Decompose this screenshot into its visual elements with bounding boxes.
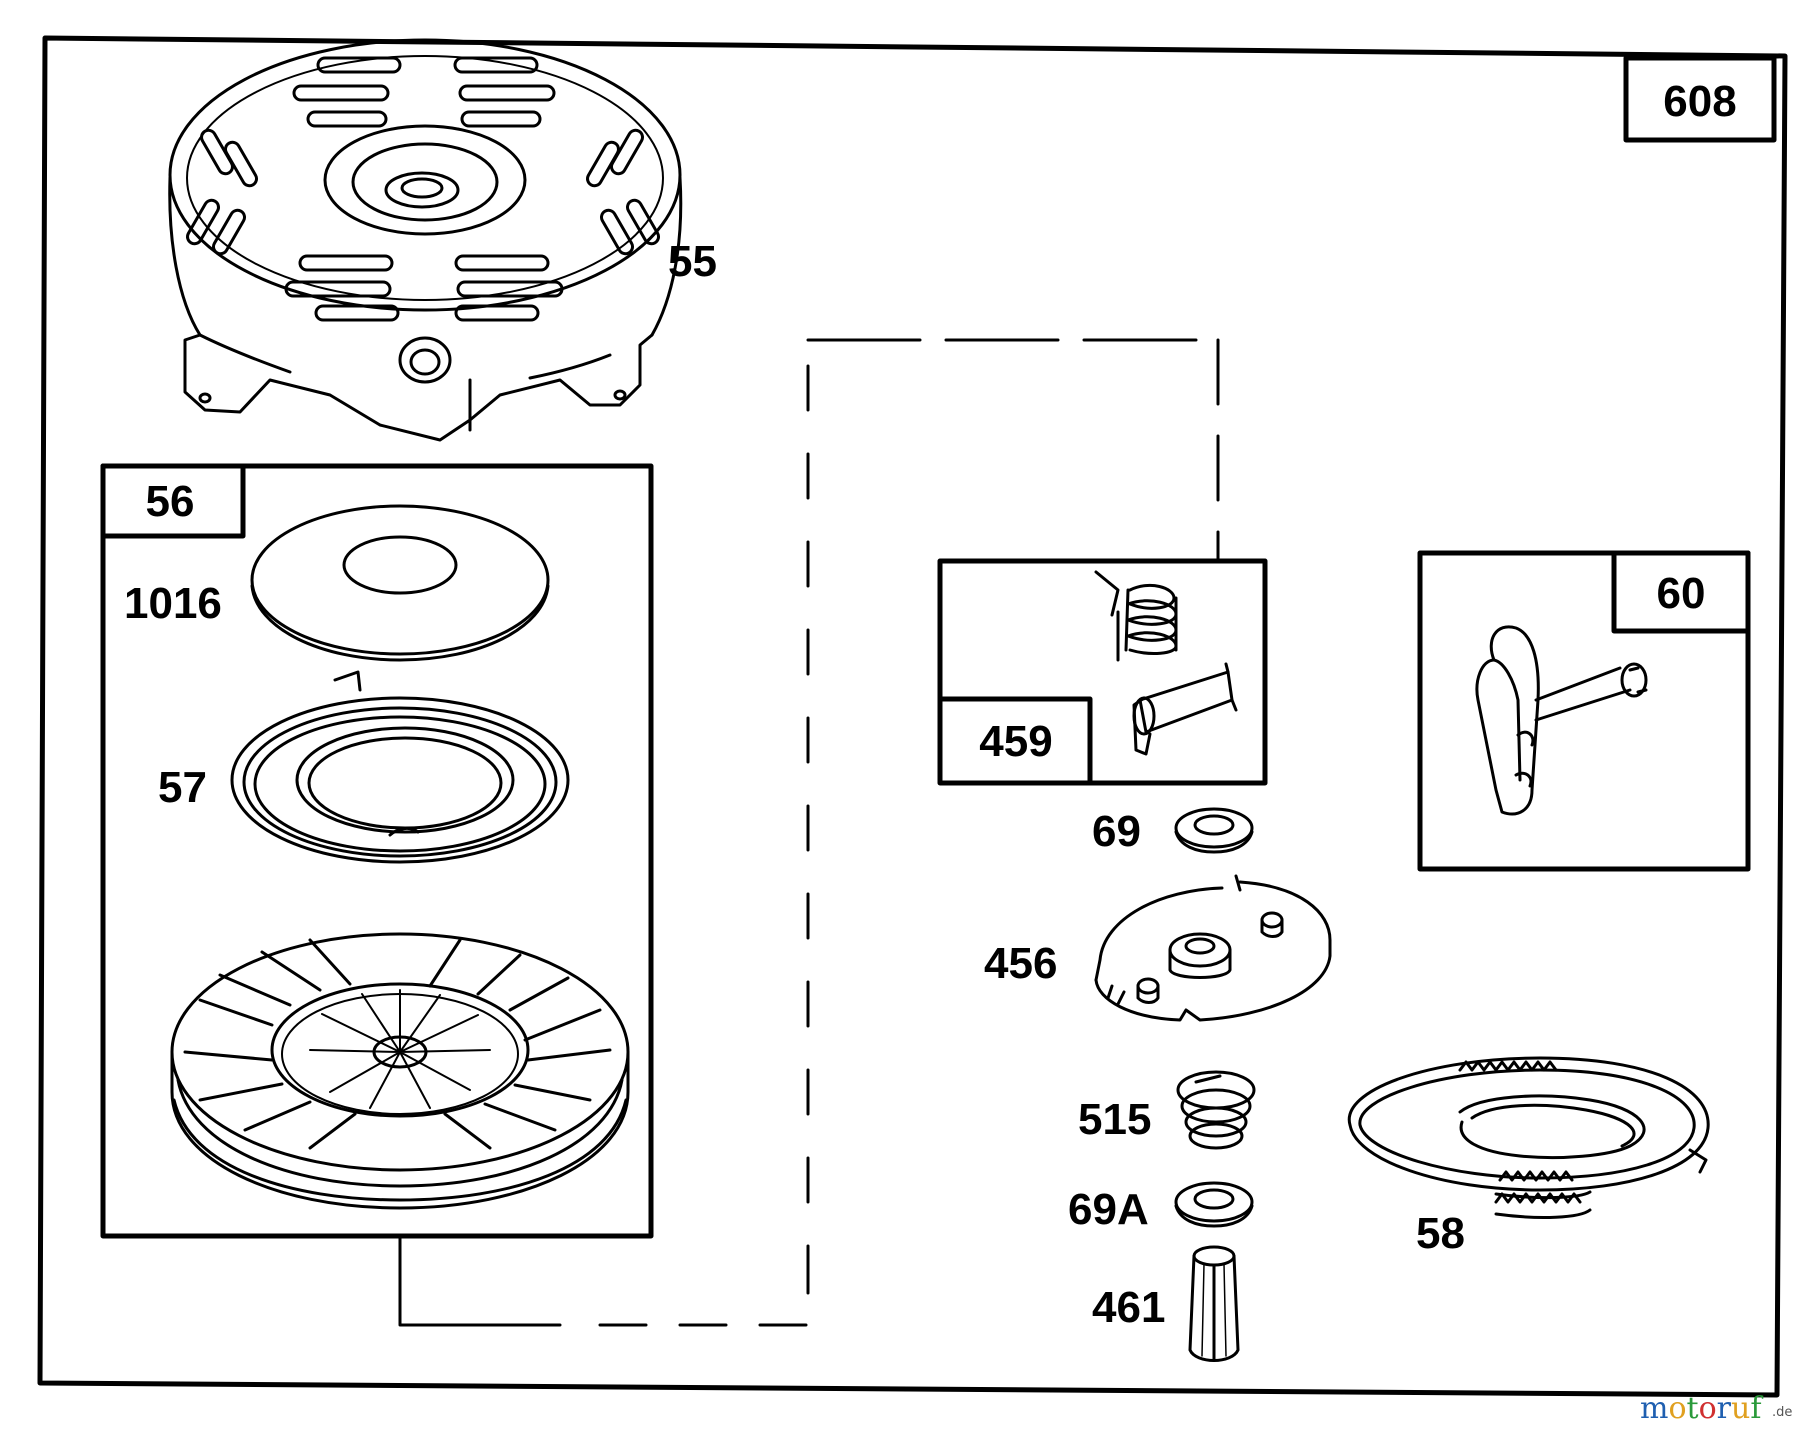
washer-69a-drawing bbox=[1174, 1181, 1254, 1228]
assembly-connector-lines bbox=[398, 338, 1220, 1327]
label-56: 56 bbox=[146, 477, 195, 526]
watermark-letter: r bbox=[1717, 1391, 1732, 1426]
pulley-kit-box bbox=[100, 463, 654, 1239]
pawl-kit-drawing bbox=[1094, 570, 1238, 756]
rewind-spring-drawing bbox=[230, 670, 570, 864]
watermark-letter: m bbox=[1640, 1391, 1668, 1426]
watermark-letter: o bbox=[1699, 1391, 1717, 1426]
starter-rope-drawing bbox=[1347, 1056, 1710, 1219]
assembly-number-box bbox=[1623, 55, 1777, 143]
label-461: 461 bbox=[1092, 1283, 1165, 1332]
part-labels: 608 55 56 1016 57 459 60 69 456 515 69A … bbox=[124, 77, 1737, 1332]
retainer-spring-drawing bbox=[1176, 1070, 1256, 1150]
label-60: 60 bbox=[1657, 569, 1706, 618]
spring-cup-drawing bbox=[250, 504, 550, 662]
assembly-number-label: 608 bbox=[1663, 77, 1736, 126]
pawl-kit-label-box bbox=[937, 696, 1093, 786]
pin-drawing bbox=[1188, 1245, 1240, 1362]
pulley-drawing bbox=[170, 932, 630, 1210]
label-69: 69 bbox=[1092, 807, 1141, 856]
watermark-letter: t bbox=[1687, 1391, 1699, 1426]
watermark-letter: u bbox=[1731, 1391, 1750, 1426]
svg-text:motoruf: motoruf bbox=[1640, 1391, 1763, 1426]
handle-drawing bbox=[1475, 625, 1648, 816]
watermark-suffix: .de bbox=[1772, 1405, 1792, 1420]
retainer-drawing bbox=[1094, 874, 1332, 1022]
washer-69-drawing bbox=[1174, 807, 1254, 854]
label-515: 515 bbox=[1078, 1095, 1151, 1144]
watermark-letter: f bbox=[1750, 1391, 1763, 1426]
handle-kit-box bbox=[1417, 550, 1751, 872]
label-55: 55 bbox=[668, 237, 717, 286]
label-1016: 1016 bbox=[124, 579, 222, 628]
label-459: 459 bbox=[979, 717, 1052, 766]
watermark-letter: o bbox=[1668, 1391, 1686, 1426]
handle-kit-label-box bbox=[1611, 550, 1751, 634]
watermark-logo: motoruf .de bbox=[1640, 1391, 1792, 1426]
rewind-housing-drawing bbox=[168, 38, 683, 442]
pawl-kit-box bbox=[937, 558, 1268, 786]
pulley-kit-label-box bbox=[100, 463, 246, 539]
label-58: 58 bbox=[1416, 1209, 1465, 1258]
label-456: 456 bbox=[984, 939, 1057, 988]
label-69a: 69A bbox=[1068, 1185, 1149, 1234]
outer-frame bbox=[37, 35, 1788, 1398]
label-57: 57 bbox=[158, 763, 207, 812]
